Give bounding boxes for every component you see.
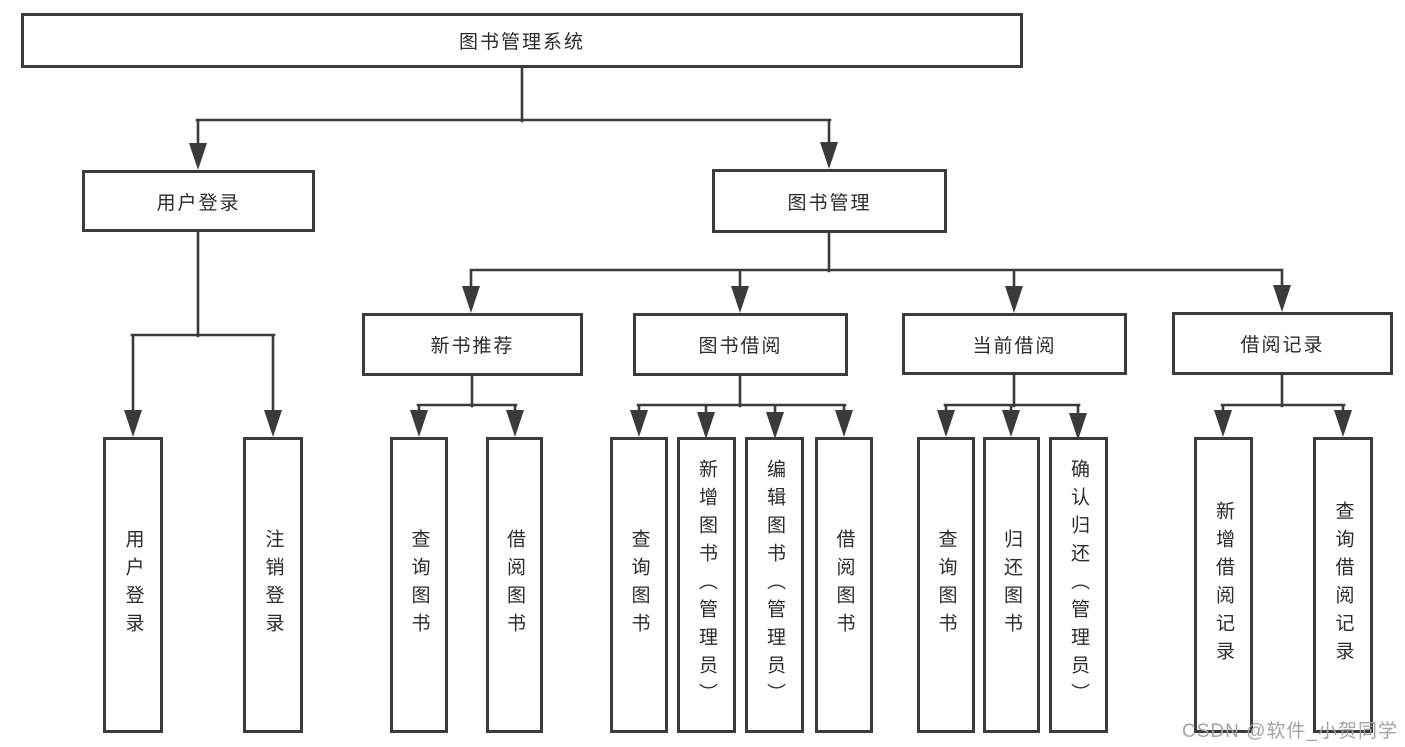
arrowhead <box>189 143 207 170</box>
node-book-borrowing-label: 图书借阅 <box>698 336 783 357</box>
node-borrow-books-recommend-label: 借阅图书 <box>504 529 525 641</box>
node-add-borrow-record: 新增借阅记录 <box>1194 437 1253 733</box>
arrowhead <box>124 410 142 437</box>
node-current-borrowing: 当前借阅 <box>902 313 1127 375</box>
arrowhead <box>1005 286 1023 313</box>
watermark: CSDN @软件_小贺同学 <box>1182 721 1398 742</box>
arrowhead <box>1334 410 1352 437</box>
node-query-books-current-label: 查询图书 <box>935 529 957 641</box>
node-query-books-borrowing-label: 查询图书 <box>628 529 650 641</box>
node-borrow-books-borrowing-label: 借阅图书 <box>833 529 855 641</box>
node-root-label: 图书管理系统 <box>458 32 585 53</box>
node-add-borrow-record-label: 新增借阅记录 <box>1213 501 1234 669</box>
node-return-books: 归还图书 <box>983 437 1040 733</box>
node-query-borrow-record: 查询借阅记录 <box>1313 437 1373 733</box>
node-login-leaf-label: 用户登录 <box>122 529 144 641</box>
node-query-books-current: 查询图书 <box>917 437 975 733</box>
node-query-books-borrowing: 查询图书 <box>610 437 668 733</box>
arrowhead <box>1002 410 1020 437</box>
node-user-login-label: 用户登录 <box>156 192 241 214</box>
arrowhead <box>264 410 282 437</box>
node-add-book-admin: 新增图书（管理员） <box>677 437 736 733</box>
node-query-books-recommend: 查询图书 <box>390 437 448 733</box>
arrowhead <box>1273 285 1291 312</box>
arrowhead <box>820 142 838 169</box>
node-user-login: 用户登录 <box>82 170 315 232</box>
arrowhead <box>410 410 428 437</box>
arrowhead <box>462 286 480 313</box>
node-logout-leaf-label: 注销登录 <box>262 529 284 641</box>
node-query-borrow-record-label: 查询借阅记录 <box>1332 501 1354 669</box>
node-query-books-recommend-label: 查询图书 <box>408 529 430 641</box>
node-current-borrowing-label: 当前借阅 <box>972 335 1057 357</box>
node-book-management: 图书管理 <box>712 169 947 233</box>
node-edit-book-admin: 编辑图书（管理员） <box>745 437 804 733</box>
node-borrowing-records: 借阅记录 <box>1172 312 1393 375</box>
node-login-leaf: 用户登录 <box>103 437 163 733</box>
node-borrow-books-recommend: 借阅图书 <box>486 437 543 733</box>
node-root: 图书管理系统 <box>21 13 1023 68</box>
node-confirm-return-admin: 确认归还（管理员） <box>1049 437 1108 733</box>
arrowhead <box>766 412 784 439</box>
node-logout-leaf: 注销登录 <box>243 437 303 733</box>
arrowhead <box>1214 410 1232 437</box>
node-book-management-label: 图书管理 <box>787 192 872 214</box>
arrowhead <box>937 410 955 437</box>
node-return-books-label: 归还图书 <box>1001 529 1022 641</box>
arrowhead <box>506 410 524 437</box>
node-edit-book-admin-label: 编辑图书（管理员） <box>764 459 785 711</box>
node-confirm-return-admin-label: 确认归还（管理员） <box>1068 459 1089 711</box>
arrowhead <box>731 286 749 313</box>
node-borrow-books-borrowing: 借阅图书 <box>815 437 873 733</box>
node-book-borrowing: 图书借阅 <box>633 313 848 376</box>
node-new-book-recommend-label: 新书推荐 <box>430 336 515 357</box>
arrowhead <box>630 410 648 437</box>
node-borrowing-records-label: 借阅记录 <box>1240 335 1325 356</box>
arrowhead <box>835 410 853 437</box>
node-add-book-admin-label: 新增图书（管理员） <box>696 459 717 711</box>
arrowhead <box>697 412 715 439</box>
arrowhead <box>1069 413 1087 440</box>
node-new-book-recommend: 新书推荐 <box>362 313 583 376</box>
